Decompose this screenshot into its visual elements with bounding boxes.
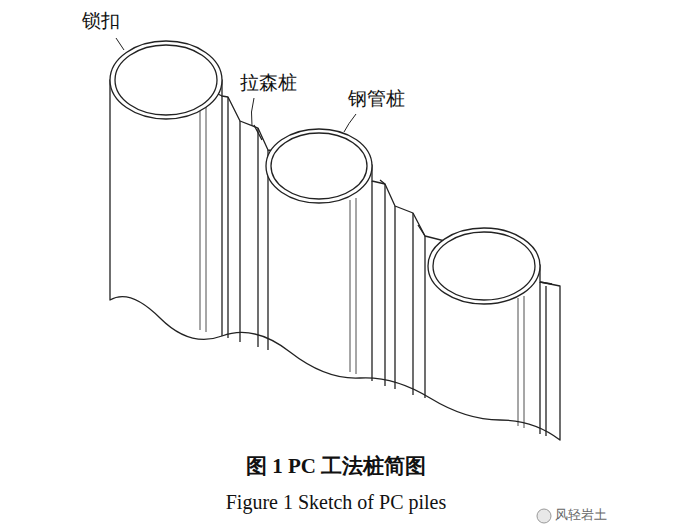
sheet-pile-edges [222,96,546,436]
leader-line [116,38,356,132]
watermark-icon [537,509,551,523]
part-label: 拉森桩 [240,72,297,95]
part-label: 钢管桩 [348,88,405,111]
pipe-top [110,41,222,119]
caption-english: Figure 1 Sketch of PC piles [226,490,447,514]
part-label: 锁扣 [82,10,120,33]
pipe-inner [271,133,367,199]
figure-caption: 图 1 PC 工法桩简图 [246,454,426,479]
pipe-top [266,129,372,203]
watermark: 风轻岩土 [555,507,607,523]
wall-body [110,80,560,440]
pipe-inner [115,45,217,115]
pipe-inner [433,232,535,300]
pipe-top [428,228,540,304]
